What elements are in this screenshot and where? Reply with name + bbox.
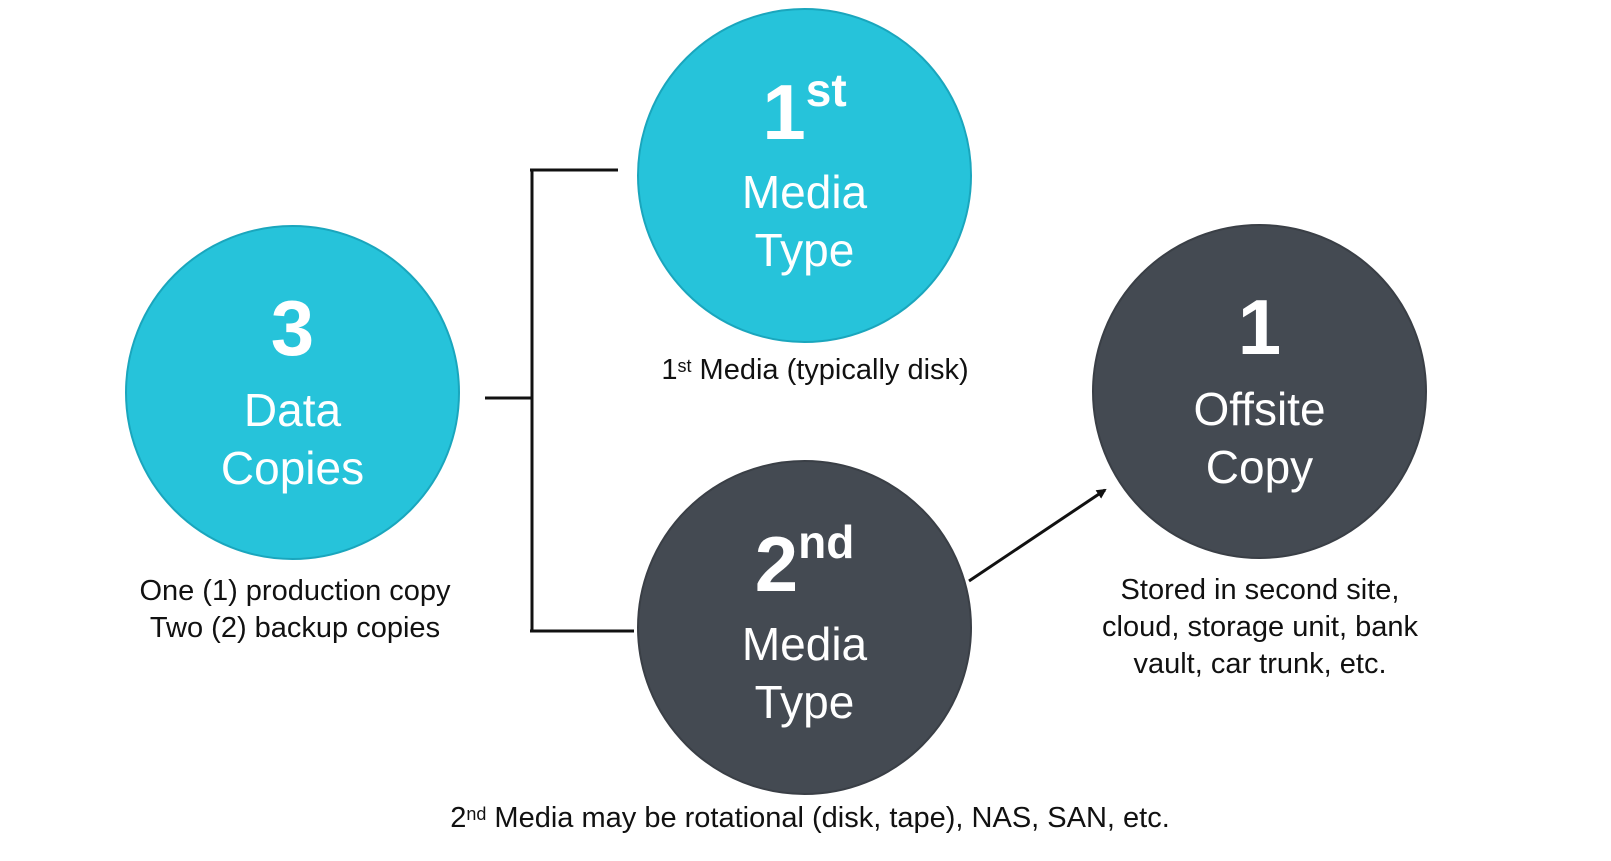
second-media-caption: 2nd Media may be rotational (disk, tape)… [330, 800, 1290, 837]
offsite-copy-label-line1: Offsite [1193, 382, 1326, 435]
offsite-copy-number: 1 [1237, 282, 1282, 371]
second-media-number: 2 [754, 519, 799, 608]
second-media-circle: 2nd Media Type [637, 460, 972, 795]
second-media-ordinal: nd [798, 515, 855, 568]
first-media-caption-ordinal: st [677, 356, 692, 376]
first-media-caption: 1st Media (typically disk) [605, 352, 1025, 389]
data-copies-caption: One (1) production copy Two (2) backup c… [95, 573, 495, 647]
offsite-copy-label-line2: Copy [1205, 440, 1314, 493]
second-media-caption-ordinal: nd [466, 804, 487, 824]
second-media-caption-text: Media may be rotational (disk, tape), NA… [486, 802, 1170, 834]
first-media-ordinal: st [805, 63, 847, 116]
data-copies-number: 3 [270, 283, 315, 372]
arrow-to-offsite [968, 488, 1107, 583]
first-media-label-line1: Media [741, 165, 868, 218]
data-copies-circle: 3 Data Copies [125, 225, 460, 560]
second-media-label-line2: Type [754, 675, 855, 728]
offsite-copy-circle: 1 Offsite Copy [1092, 224, 1427, 559]
data-copies-label-line1: Data [243, 383, 342, 436]
first-media-number: 1 [762, 67, 806, 156]
data-copies-caption-line1: One (1) production copy [139, 575, 451, 607]
second-media-label-line1: Media [741, 617, 868, 670]
offsite-copy-caption-line2: cloud, storage unit, bank [1102, 611, 1418, 643]
offsite-copy-caption-line1: Stored in second site, [1120, 574, 1400, 606]
data-copies-label-line2: Copies [220, 441, 365, 494]
offsite-copy-caption: Stored in second site, cloud, storage un… [1060, 572, 1460, 683]
offsite-copy-caption-line3: vault, car trunk, etc. [1133, 648, 1387, 680]
data-copies-caption-line2: Two (2) backup copies [149, 612, 441, 644]
first-media-heading: 1st [762, 67, 846, 151]
first-media-circle: 1st Media Type [637, 8, 972, 343]
second-media-caption-number: 2 [450, 802, 467, 834]
first-media-caption-text: Media (typically disk) [691, 354, 969, 386]
second-media-heading: 2nd [755, 519, 855, 603]
first-media-label-line2: Type [754, 223, 855, 276]
first-media-caption-number: 1 [661, 354, 678, 386]
